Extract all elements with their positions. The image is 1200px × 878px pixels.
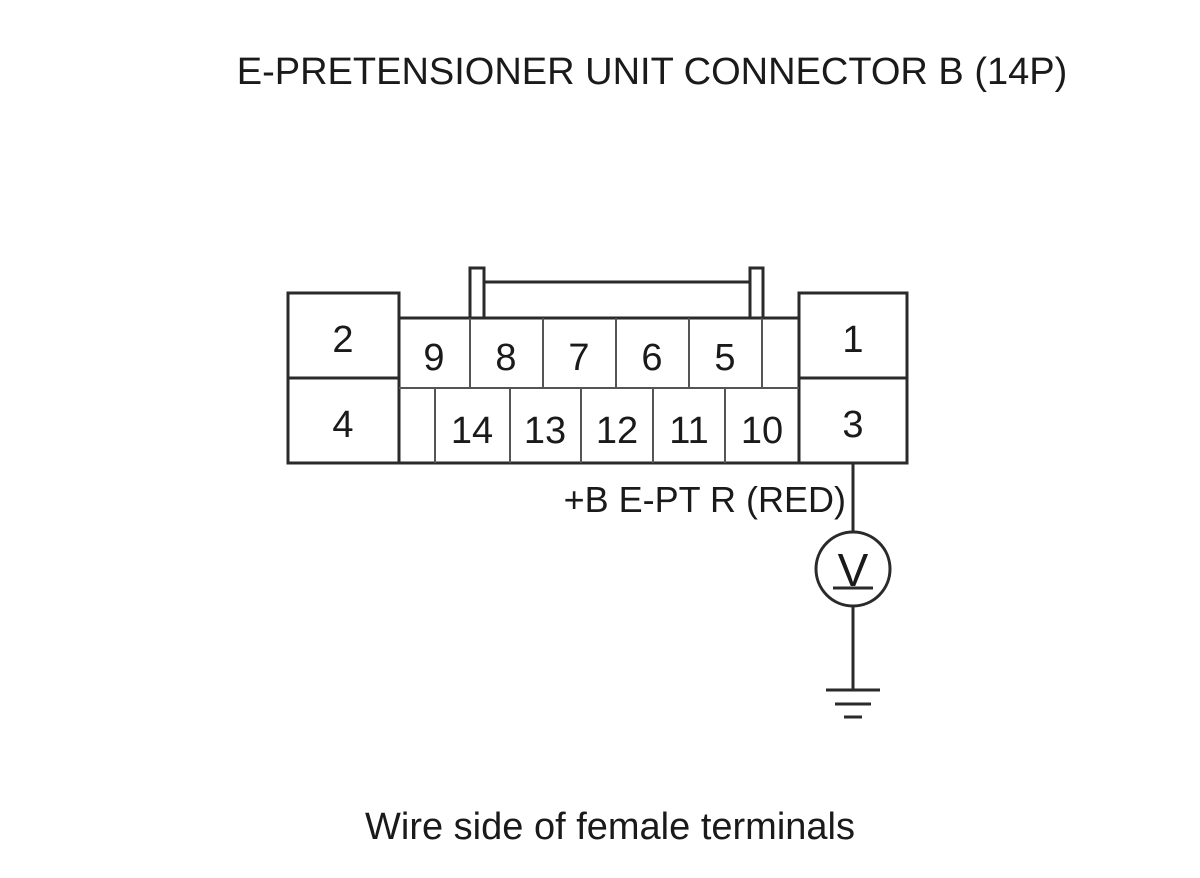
- pin-1: 1: [842, 319, 863, 361]
- pin-14: 14: [451, 410, 493, 452]
- pin-4: 4: [332, 404, 353, 446]
- diagram-caption: Wire side of female terminals: [365, 806, 855, 848]
- pin-9: 9: [423, 337, 444, 379]
- pin-13: 13: [524, 410, 566, 452]
- ground-icon: [826, 688, 880, 719]
- pin-11: 11: [669, 410, 708, 452]
- pin-8: 8: [495, 337, 516, 379]
- pin-7: 7: [568, 337, 589, 379]
- pin-12: 12: [596, 410, 638, 452]
- test-circuit: V: [814, 463, 892, 719]
- pin-6: 6: [641, 337, 662, 379]
- pin-10: 10: [741, 410, 783, 452]
- wire-label: +B E-PT R (RED): [564, 479, 846, 520]
- connector-housing: [286, 266, 909, 465]
- pin-5: 5: [714, 337, 735, 379]
- pin-2: 2: [332, 319, 353, 361]
- pin-labels: 2 4 1 3 9 8 7 6 5 14 13 12 11 10: [332, 319, 863, 452]
- diagram-title: E-PRETENSIONER UNIT CONNECTOR B (14P): [237, 51, 1068, 93]
- pin-3: 3: [842, 404, 863, 446]
